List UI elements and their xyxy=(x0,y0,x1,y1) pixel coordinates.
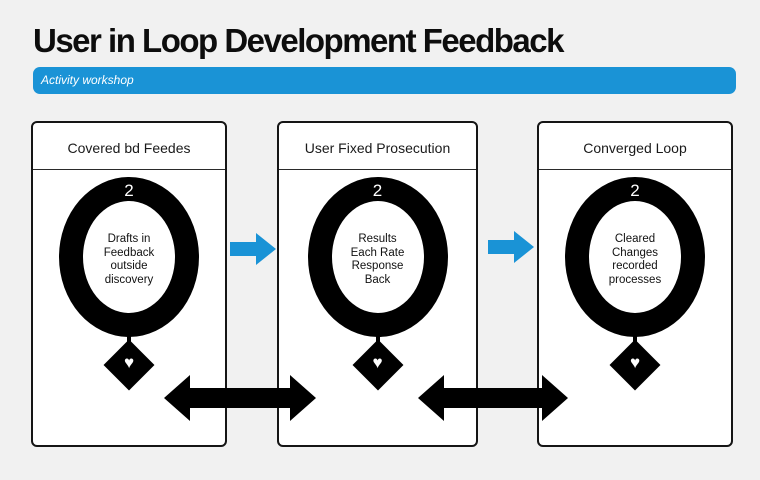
ring-line: recorded xyxy=(612,260,658,272)
ring-line: Response xyxy=(351,260,404,272)
ring-line: Feedback xyxy=(103,246,155,259)
loop-ring: 2 Cleared Changes recorded processes xyxy=(565,177,705,337)
smile-heart-icon: ♥ xyxy=(372,353,383,372)
step-number: 2 xyxy=(124,181,134,200)
ring-line: Changes xyxy=(611,246,659,259)
ring-text: Cleared Changes recorded processes xyxy=(593,233,677,287)
divider xyxy=(279,169,476,170)
loop-ring: 2 Drafts in Feedback outside discovery xyxy=(59,177,199,337)
step-number: 2 xyxy=(630,181,640,200)
ring-line: Cleared xyxy=(614,233,656,245)
ring-text: Results Each Rate Response Back xyxy=(336,233,420,287)
arrow-right-icon xyxy=(230,233,276,265)
ring-line: discovery xyxy=(104,273,154,286)
double-arrow-icon xyxy=(418,375,568,421)
ring-line: Each Rate xyxy=(350,246,405,259)
ring-line: outside xyxy=(110,260,148,272)
step-number: 2 xyxy=(372,181,383,200)
ring-line: Back xyxy=(364,273,391,286)
loop-ring: 2 Results Each Rate Response Back xyxy=(307,177,448,337)
ring-line: Results xyxy=(358,233,397,245)
ring-line: processes xyxy=(608,273,662,286)
ring-text: Drafts in Feedback outside discovery xyxy=(87,233,171,287)
diamond-marker: ♥ xyxy=(103,339,155,391)
panel-title: User Fixed Prosecution xyxy=(304,140,451,156)
arrow-right-icon xyxy=(488,231,534,263)
panel-title: Covered bd Feedes xyxy=(67,140,191,156)
panel-2: User Fixed Prosecution 2 Results Each Ra… xyxy=(277,121,478,447)
panel-1: Covered bd Feedes 2 Drafts in Feedback o… xyxy=(31,121,227,447)
diamond-marker: ♥ xyxy=(352,339,404,391)
banner: Activity workshop xyxy=(33,67,736,94)
diamond-marker: ♥ xyxy=(609,339,661,391)
page-title: User in Loop Development Feedback xyxy=(33,22,564,59)
smile-heart-icon: ♥ xyxy=(629,353,641,372)
banner-label: Activity workshop xyxy=(41,73,134,87)
smile-heart-icon: ♥ xyxy=(123,353,135,372)
panel-3: Converged Loop 2 Cleared Changes recorde… xyxy=(537,121,733,447)
divider xyxy=(539,169,731,170)
divider xyxy=(33,169,225,170)
ring-line: Drafts in xyxy=(107,233,151,245)
double-arrow-icon xyxy=(164,375,316,421)
panel-title: Converged Loop xyxy=(583,140,687,156)
